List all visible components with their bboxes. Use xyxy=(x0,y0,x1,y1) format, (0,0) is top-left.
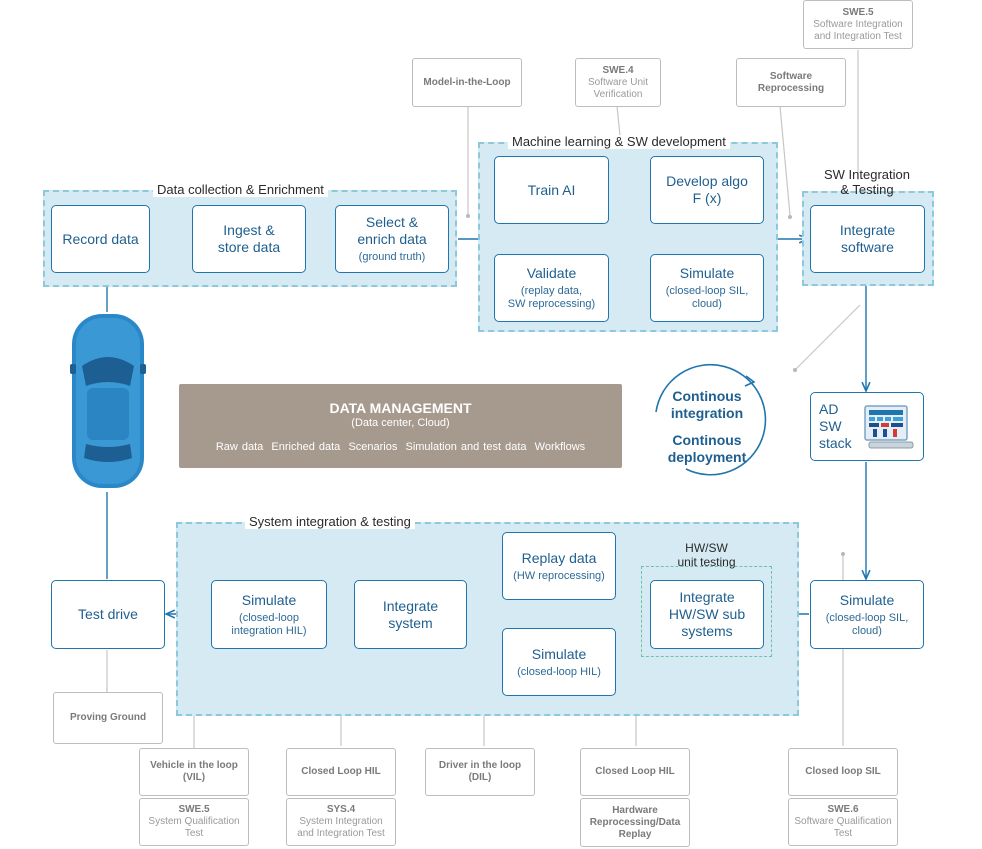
cd-label: Continous deployment xyxy=(667,432,747,465)
box-subtitle: (closed-loop SIL, cloud) xyxy=(665,285,749,310)
box-develop-algo: Develop algo F (x) xyxy=(650,156,764,224)
box-subtitle: (HW reprocessing) xyxy=(513,569,605,582)
note-subtitle: Software Unit Verification xyxy=(587,76,649,100)
box-test-drive: Test drive xyxy=(51,580,165,649)
box-ad-sw-stack: AD SW stack xyxy=(810,392,924,461)
box-simulate-sil-top: Simulate (closed-loop SIL, cloud) xyxy=(650,254,764,322)
group-label-data-collection: Data collection & Enrichment xyxy=(153,183,328,197)
note-title: Driver in the loop (DIL) xyxy=(438,760,522,783)
group-label-sw-integration: SW Integration & Testing xyxy=(824,167,910,197)
note-subtitle: Software Qualification Test xyxy=(794,816,892,839)
box-subtitle: (closed-loop SIL, cloud) xyxy=(825,611,909,637)
box-simulate-integration-hil: Simulate (closed-loop integration HIL) xyxy=(211,580,327,649)
box-integrate-hwsw: Integrate HW/SW sub systems xyxy=(650,580,764,649)
box-simulate-sil-right: Simulate (closed-loop SIL, cloud) xyxy=(810,580,924,649)
box-title: Develop algo F (x) xyxy=(666,173,748,206)
box-record-data: Record data xyxy=(51,205,150,273)
note-title: SWE.4 xyxy=(602,64,634,76)
note-subtitle: System Integration and Integration Test xyxy=(297,816,385,839)
note-closed-loop-hil-1: Closed Loop HIL xyxy=(286,748,396,796)
note-swe6: SWE.6 Software Qualification Test xyxy=(788,798,898,846)
box-simulate-hil: Simulate (closed-loop HIL) xyxy=(502,628,616,696)
note-title: Hardware Reprocessing/Data Replay xyxy=(589,804,681,840)
note-mil: Model-in-the-Loop xyxy=(412,58,522,107)
box-title: Replay data xyxy=(521,549,597,566)
ci-label: Continous integration xyxy=(670,388,744,421)
box-title: Simulate xyxy=(839,591,895,608)
group-label-ml-dev: Machine learning & SW development xyxy=(508,135,730,149)
box-title: Integrate software xyxy=(839,222,896,255)
group-hwsw-unit xyxy=(641,566,772,657)
box-title: Integrate system xyxy=(382,597,439,631)
data-management-panel: DATA MANAGEMENT (Data center, Cloud) Raw… xyxy=(179,384,622,468)
box-title: Record data xyxy=(62,230,139,247)
box-integrate-system: Integrate system xyxy=(354,580,467,649)
box-title: AD SW stack xyxy=(819,401,852,451)
note-closed-loop-sil: Closed loop SIL xyxy=(788,748,898,796)
note-title: Model-in-the-Loop xyxy=(423,76,511,88)
data-management-subtitle: (Data center, Cloud) xyxy=(351,417,450,429)
note-swe5-bottom: SWE.5 System Qualification Test xyxy=(139,798,249,846)
note-hw-reprocessing: Hardware Reprocessing/Data Replay xyxy=(580,798,690,847)
dm-item: Simulation and test data xyxy=(405,441,527,453)
note-closed-loop-hil-2: Closed Loop HIL xyxy=(580,748,690,796)
box-ingest-store: Ingest & store data xyxy=(192,205,306,273)
dm-item: Workflows xyxy=(534,441,586,453)
note-subtitle: Software Integration and Integration Tes… xyxy=(813,18,903,42)
note-swe5-top: SWE.5 Software Integration and Integrati… xyxy=(803,0,913,49)
note-title: Closed loop SIL xyxy=(805,766,881,777)
box-title: Simulate xyxy=(241,591,297,608)
box-replay-data: Replay data (HW reprocessing) xyxy=(502,532,616,600)
note-title: Closed Loop HIL xyxy=(301,766,381,777)
note-title: Closed Loop HIL xyxy=(595,766,675,777)
group-label-system-integration: System integration & testing xyxy=(245,515,415,529)
box-integrate-software: Integrate software xyxy=(810,205,925,273)
box-train-ai: Train AI xyxy=(494,156,609,224)
software-stack-icon xyxy=(864,404,914,448)
box-title: Ingest & store data xyxy=(217,222,281,255)
note-proving-ground: Proving Ground xyxy=(53,692,163,744)
dm-item: Scenarios xyxy=(348,441,398,453)
box-subtitle: (closed-loop integration HIL) xyxy=(231,611,307,637)
box-title: Train AI xyxy=(527,181,576,198)
note-swe4: SWE.4 Software Unit Verification xyxy=(575,58,661,107)
box-title: Select & enrich data xyxy=(357,214,427,247)
dm-item: Raw data xyxy=(215,441,264,453)
note-title: SWE.5 xyxy=(178,804,210,815)
note-title: SWE.6 xyxy=(827,804,859,815)
note-title: SWE.5 xyxy=(842,6,874,18)
box-title: Test drive xyxy=(78,606,138,622)
note-title: Software Reprocessing xyxy=(757,70,825,94)
note-title: Proving Ground xyxy=(69,712,147,723)
box-subtitle: (closed-loop HIL) xyxy=(517,665,601,678)
note-title: Vehicle in the loop (VIL) xyxy=(150,760,238,783)
note-subtitle: System Qualification Test xyxy=(148,816,240,839)
box-subtitle: (ground truth) xyxy=(358,251,426,263)
car-icon xyxy=(70,314,146,488)
box-title: Simulate xyxy=(679,265,735,281)
dm-item: Enriched data xyxy=(271,441,341,453)
note-sys4: SYS.4 System Integration and Integration… xyxy=(286,798,396,846)
box-title: Validate xyxy=(526,265,577,281)
note-dil: Driver in the loop (DIL) xyxy=(425,748,535,796)
data-management-items: Raw data Enriched data Scenarios Simulat… xyxy=(179,441,622,453)
box-subtitle: (replay data, SW reprocessing) xyxy=(507,285,596,310)
box-select-enrich: Select & enrich data (ground truth) xyxy=(335,205,449,273)
cycle-arrow-icon xyxy=(655,363,767,476)
group-label-hwsw-unit: HW/SW unit testing xyxy=(677,541,736,569)
note-title: SYS.4 xyxy=(326,804,356,815)
data-management-title: DATA MANAGEMENT xyxy=(329,400,472,416)
note-sw-reprocessing: Software Reprocessing xyxy=(736,58,846,107)
box-validate: Validate (replay data, SW reprocessing) xyxy=(494,254,609,322)
box-title: Simulate xyxy=(531,645,587,662)
note-vil: Vehicle in the loop (VIL) xyxy=(139,748,249,796)
box-title: Integrate HW/SW sub systems xyxy=(668,589,746,639)
